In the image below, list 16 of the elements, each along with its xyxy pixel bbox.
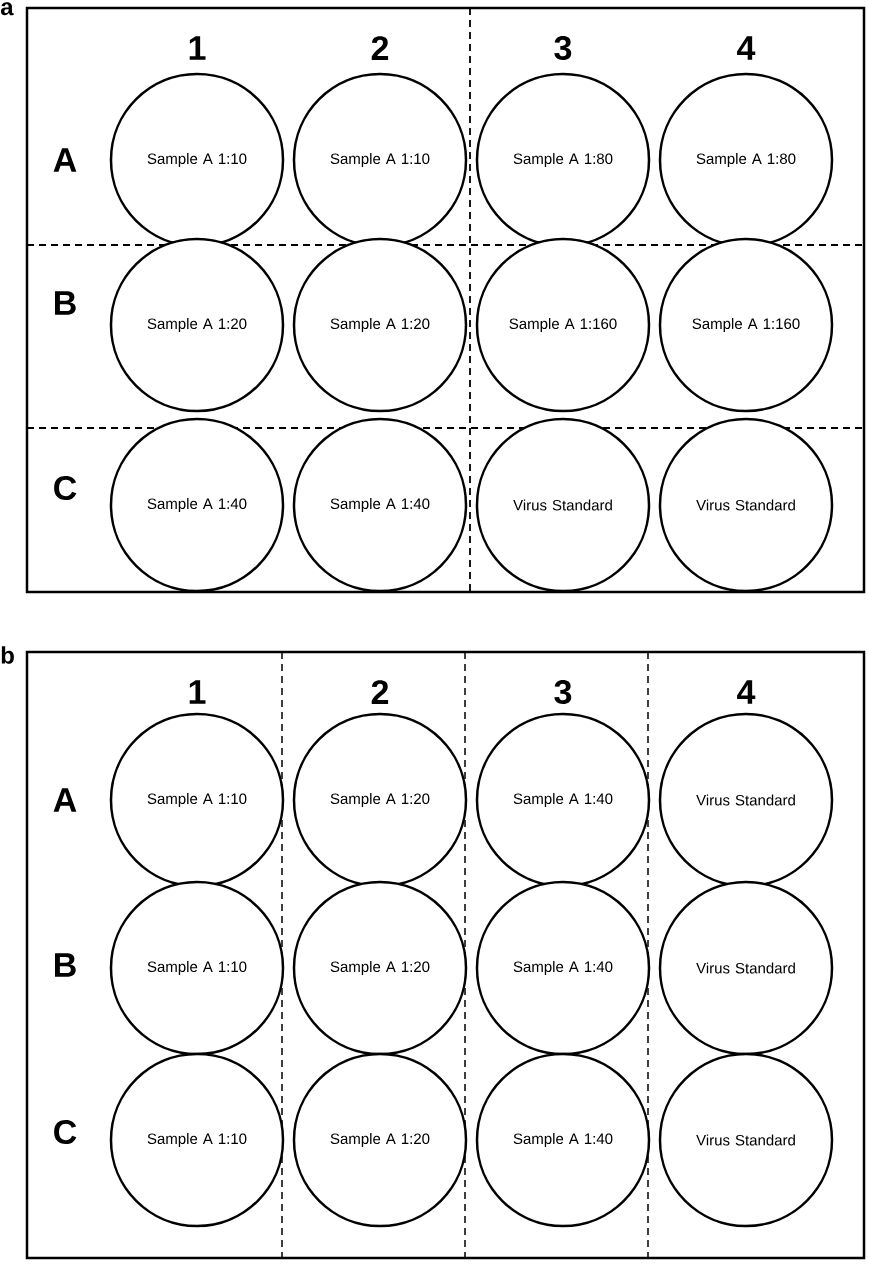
node-label: a <box>0 2 14 16</box>
row-letter: B <box>55 291 76 315</box>
row-letter: B <box>55 953 76 977</box>
row-letter: C <box>54 1119 77 1145</box>
column-number: 1 <box>189 680 206 704</box>
column-number: 3 <box>554 679 572 705</box>
column-number: 4 <box>737 680 756 704</box>
row-letter: A <box>53 788 77 812</box>
row-letter: A <box>53 148 77 172</box>
column-number: 4 <box>737 36 756 60</box>
column-number: 2 <box>371 36 389 60</box>
row-letter: C <box>54 475 77 501</box>
column-number: 2 <box>371 680 389 704</box>
column-number: 3 <box>554 35 572 61</box>
column-number: 1 <box>189 36 206 60</box>
node-label: b <box>1 646 14 664</box>
